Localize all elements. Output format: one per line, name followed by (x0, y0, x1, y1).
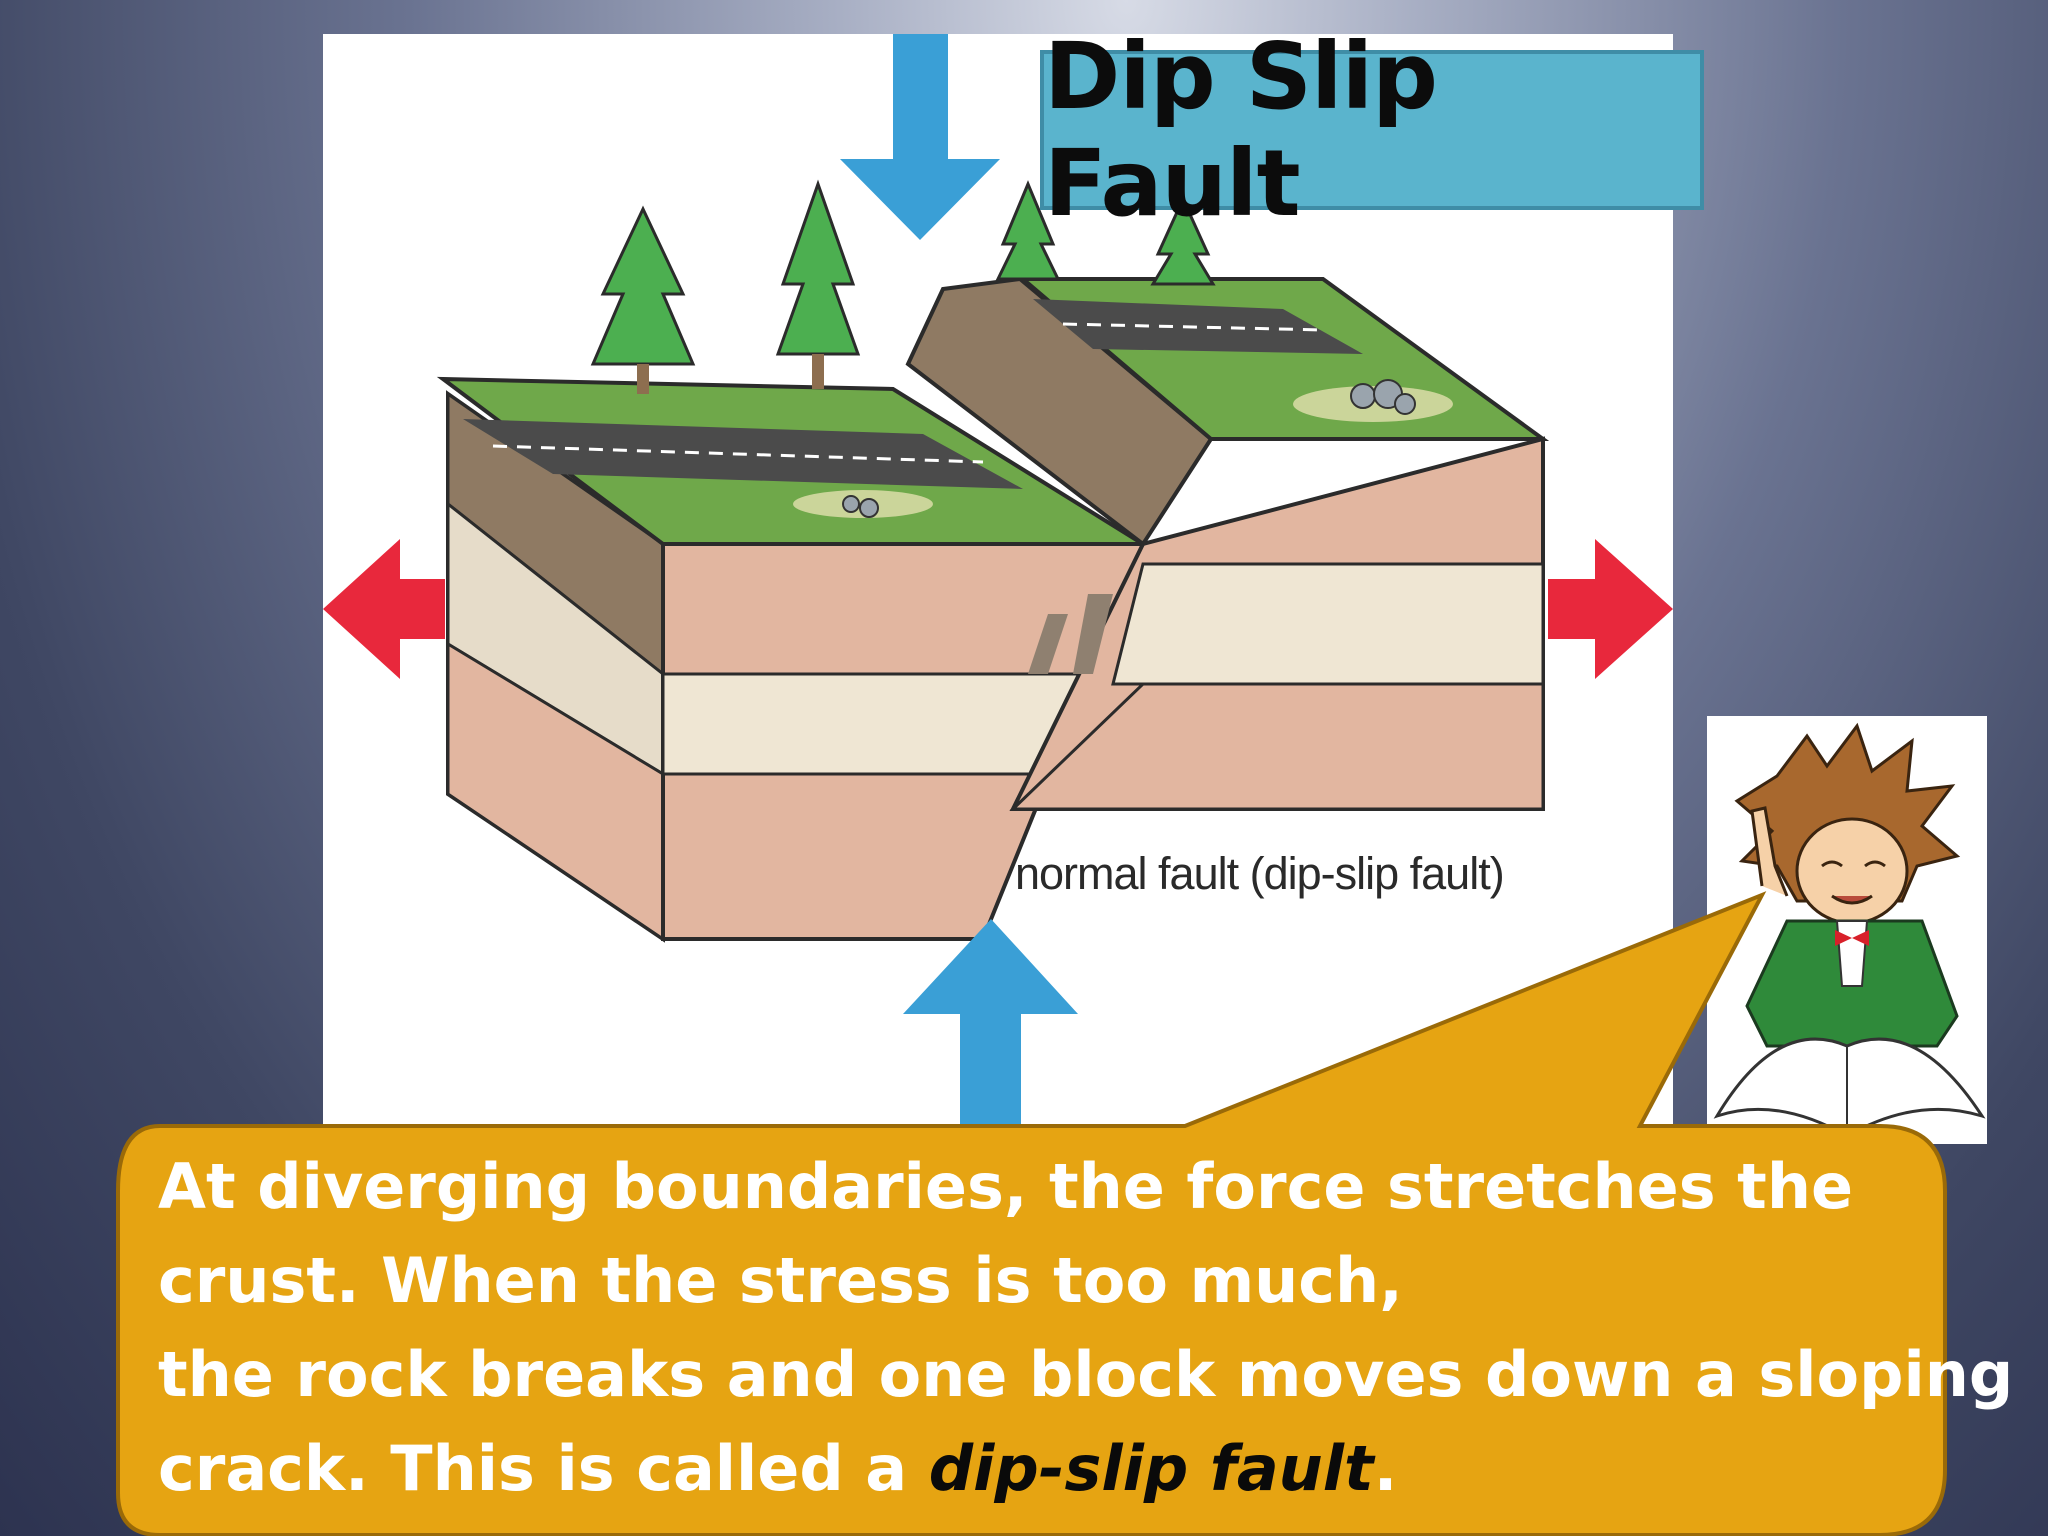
right-arrow-icon (1548, 539, 1673, 679)
title-box: Dip Slip Fault (1040, 23, 1704, 237)
professor-character-icon (1713, 722, 1986, 1138)
tree-icon (1150, 195, 1216, 286)
callout-emphasis: dip-slip fault (928, 1432, 1374, 1505)
callout-line-2: crust. When the stress is too much, (158, 1244, 1403, 1317)
right-block (905, 276, 1550, 811)
diagram-caption: normal fault (dip-slip fault) (1015, 848, 1505, 899)
left-arrow-icon (323, 539, 445, 679)
callout-line-4-suffix: . (1373, 1432, 1398, 1505)
callout-line-4: crack. This is called a dip-slip fault. (158, 1422, 1918, 1516)
slide-title: Dip Slip Fault (1044, 23, 1438, 237)
callout-line-3: the rock breaks and one block moves down… (158, 1338, 2014, 1411)
tree-icon (590, 205, 696, 394)
down-arrow-icon (840, 34, 1000, 240)
tree-icon (995, 180, 1061, 281)
professor-panel (1707, 716, 1987, 1144)
fault-diagram-panel (323, 34, 1673, 1124)
tree-icon (775, 179, 861, 389)
fault-block-diagram (323, 34, 1673, 1124)
up-arrow-icon (903, 919, 1078, 1124)
left-block (436, 376, 1151, 943)
callout-line-1: At diverging boundaries, the force stret… (158, 1150, 1854, 1223)
callout-body: At diverging boundaries, the force stret… (158, 1140, 2014, 1516)
callout-line-4-prefix: crack. This is called a (158, 1432, 929, 1505)
